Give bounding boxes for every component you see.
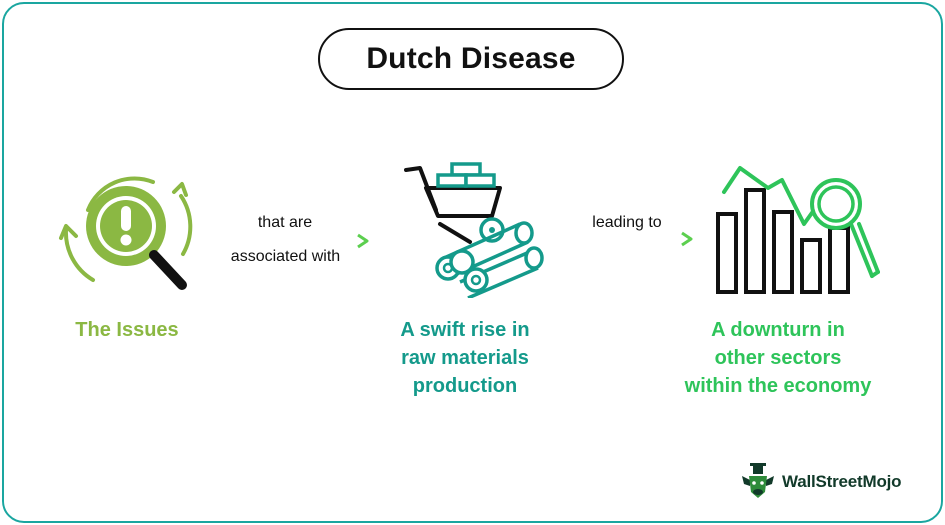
node-label-line: A downturn in <box>711 319 845 341</box>
node-label-line: raw materials <box>401 347 529 369</box>
connector-1-bottom-label: associated with <box>230 248 341 265</box>
wheelbarrow-logs-icon <box>404 162 544 298</box>
node-label-line: A swift rise in <box>400 319 530 341</box>
node-label-downturn: A downturn in other sectors within the e… <box>668 316 888 400</box>
diagram-title: Dutch Disease <box>318 28 624 90</box>
node-label-line: other sectors <box>714 347 842 369</box>
magnifier-alert-icon <box>59 176 193 290</box>
brand-name: WallStreetMojo <box>782 472 902 491</box>
connector-2-arrow <box>578 231 693 247</box>
node-label-line: within the economy <box>684 375 872 397</box>
brand-logo: WallStreetMojo <box>740 462 902 502</box>
node-label-raw-materials: A swift rise in raw materials production <box>370 316 560 400</box>
connector-1-top-label: that are <box>257 214 313 231</box>
connector-1-arrow <box>208 233 369 249</box>
node-label-line: production <box>412 375 518 397</box>
connector-2-top-label: leading to <box>592 214 662 231</box>
bull-mascot-icon <box>742 463 774 498</box>
node-label-line: The Issues <box>75 319 179 341</box>
bar-chart-magnifier-icon <box>716 166 880 294</box>
node-label-issues: The Issues <box>52 316 202 344</box>
